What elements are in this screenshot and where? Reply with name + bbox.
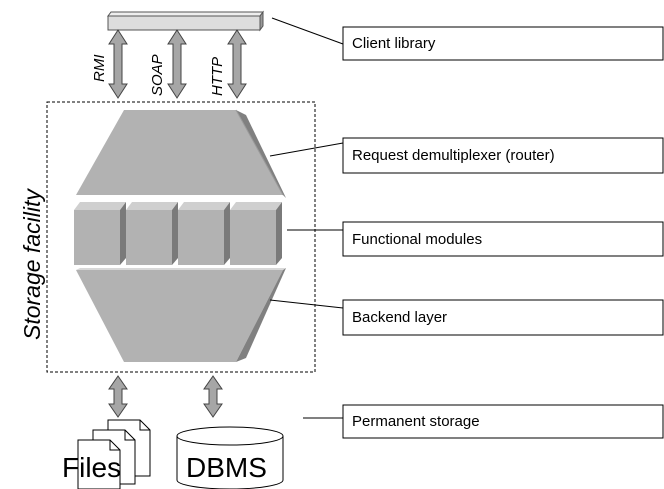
request-demultiplexer-shape xyxy=(76,109,286,198)
leader-line-client xyxy=(271,17,344,45)
files-arrow xyxy=(108,375,128,418)
client-library-bar xyxy=(107,10,264,32)
protocol-arrow-soap xyxy=(167,29,187,99)
leader-line-backend xyxy=(269,299,344,309)
backend-layer-shape xyxy=(76,268,286,362)
label-box-request-demultiplexer: Request demultiplexer (router) xyxy=(342,137,664,174)
client-library-label: Client library xyxy=(352,35,436,52)
storage-facility-label: Storage facility xyxy=(19,188,45,340)
protocol-label-soap: SOAP xyxy=(149,54,166,96)
files-icon xyxy=(77,419,151,489)
functional-module-cube xyxy=(74,202,126,265)
functional-modules-label: Functional modules xyxy=(352,231,482,248)
functional-module-cube xyxy=(178,202,230,265)
request-demultiplexer-label: Request demultiplexer (router) xyxy=(352,147,555,164)
protocol-arrow-rmi xyxy=(108,29,128,99)
leader-lines xyxy=(269,17,344,419)
label-box-backend-layer: Backend layer xyxy=(342,299,664,336)
protocol-label-http: HTTP xyxy=(209,57,226,96)
backend-layer-label: Backend layer xyxy=(352,309,447,326)
protocol-arrow-http xyxy=(227,29,247,99)
protocol-label-rmi: RMI xyxy=(91,55,108,83)
label-box-permanent-storage: Permanent storage xyxy=(342,404,664,439)
permanent-storage-label: Permanent storage xyxy=(352,413,480,430)
files-label: Files xyxy=(62,452,121,483)
label-box-client-library: Client library xyxy=(342,26,664,61)
storage-facility-boundary xyxy=(46,101,316,373)
leader-line-router xyxy=(269,142,344,157)
functional-module-cube xyxy=(230,202,282,265)
label-box-functional-modules: Functional modules xyxy=(342,221,664,257)
functional-modules-shape xyxy=(74,202,282,265)
functional-module-cube xyxy=(126,202,178,265)
dbms-arrow xyxy=(203,375,223,418)
dbms-label: DBMS xyxy=(186,452,267,483)
dbms-cylinder-icon xyxy=(176,426,284,489)
